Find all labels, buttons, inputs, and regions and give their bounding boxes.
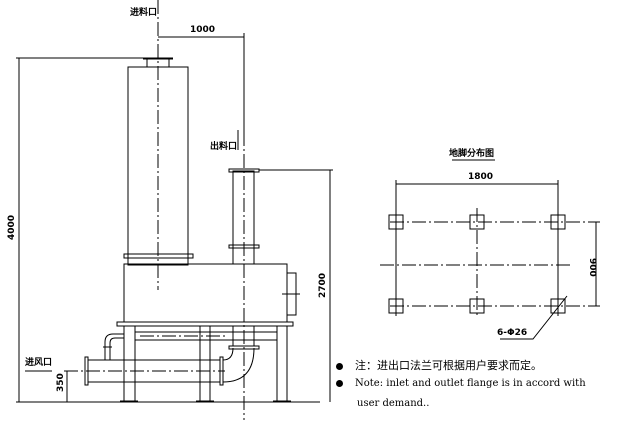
column-flange [123, 253, 194, 259]
note-text: 注：进出口法兰可根据用户要求而定。 [355, 359, 542, 372]
dim-350: 350 [56, 373, 66, 392]
plan-title: 地脚分布图 [449, 147, 494, 159]
bolt-hole [469, 298, 485, 314]
bolt-spec: 6-Φ26 [497, 328, 527, 338]
discharge-outlet-label: 出料口 [210, 140, 237, 152]
bolt-hole [469, 214, 485, 230]
elbow-flange [228, 345, 260, 350]
note-english: Note: inlet and outlet flange is in acco… [336, 378, 586, 389]
bullet-icon [336, 362, 343, 370]
outlet-mid-flange [228, 244, 260, 249]
bolt-hole [388, 298, 404, 314]
bolt-hole [550, 298, 566, 314]
elbow [222, 347, 255, 383]
small-pipe [104, 333, 124, 360]
dim-1000: 1000 [190, 25, 215, 35]
feed-inlet-label: 进料口 [130, 6, 157, 18]
note-text: Note: inlet and outlet flange is in acco… [355, 378, 586, 389]
bolt-hole [550, 214, 566, 230]
base-plate [116, 321, 294, 327]
note-chinese: 注：进出口法兰可根据用户要求而定。 [336, 357, 542, 373]
separator-box [123, 263, 288, 323]
air-inlet-label: 进风口 [25, 356, 52, 368]
note-english-cont: user demand.. [357, 398, 430, 409]
dim-4000: 4000 [7, 215, 17, 240]
leg [276, 325, 288, 403]
leg [199, 325, 211, 403]
main-column [127, 66, 189, 266]
dim-900: 900 [587, 258, 597, 277]
dim-1800: 1800 [468, 172, 493, 182]
bolt-leader [500, 295, 568, 340]
leg [123, 325, 136, 403]
bolt-hole [388, 214, 404, 230]
dim-2700: 2700 [318, 273, 328, 298]
bullet-icon [336, 380, 343, 387]
